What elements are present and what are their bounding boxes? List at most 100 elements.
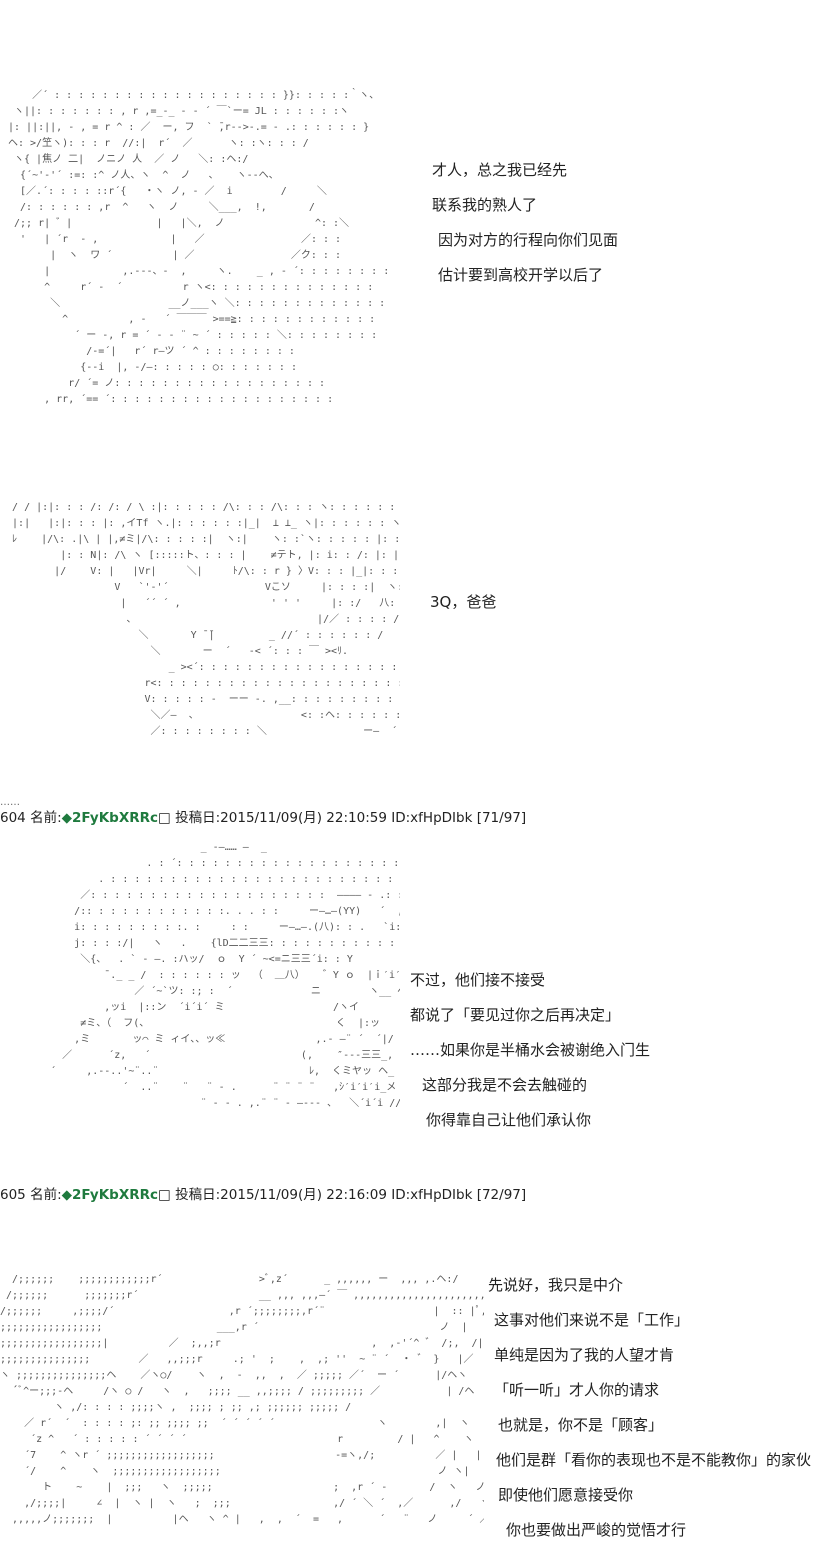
dialogue-line: 先说好，我只是中介	[488, 1276, 624, 1294]
dialogue-line: 你也要做出严峻的觉悟才行	[506, 1521, 687, 1539]
ascii-art-line: ̄ ._ _ / : : : : : : ッ （ ＿八） ゛Y ｏ |ｉ′i′i	[20, 970, 400, 981]
ascii-art-line: ＼ ー ´ -< ´: : : ￣ ><ﾘ.	[0, 646, 349, 657]
ascii-art-line: /:: : : : : : : : : : : :. . . : : ー―…–(…	[74, 906, 400, 917]
dialogue-panel-2: 3Q，爸爸	[430, 585, 496, 620]
ascii-art-line: ﾚ |/\: .|\ | |,≠ミ|/\: : : : :| ヽ:| ヽ: :`…	[12, 534, 400, 545]
ascii-art-line: ／ r´ ´ : : : : ;: ;; ;;;; ;; ´ ´ ´ ´ ´ ヽ…	[24, 1418, 470, 1429]
date-label: 投稿日:	[175, 1187, 221, 1203]
ascii-art-line: ¨ ‐ - . ,.¨ ¨ ‐ ―‐-‐ 、 ＼´i´i ///´ i	[20, 1098, 400, 1109]
ascii-art-line: ＼／— 、 <: :ヘ: : : : : : _/	[0, 710, 401, 721]
ascii-art-line: 、 |/／ : : : : /|: :|	[0, 614, 400, 625]
dialogue-panel-1: 才人，总之我已经先联系我的熟人了因为对方的行程向你们见面估计要到高校开学以后了	[432, 153, 618, 293]
ascii-art-line: ´/ ^ ヽ ;;;;;;;;;;;;;;;;;; ノ ヽ| | > |;;;;…	[24, 1466, 470, 1477]
dialogue-line: 即使他们愿意接受你	[498, 1486, 634, 1504]
ascii-art-line: | ´´ ´ , ' ' ' |: :/ 八: : : : :ヽ|	[120, 598, 396, 609]
box-glyph: □	[158, 1187, 171, 1203]
dialogue-panel-4: 先说好，我只是中介这事对他们来说不是「工作」单纯是因为了我的人望才肯「听一听」才…	[488, 1268, 811, 1548]
dialogue-line: 联系我的熟人了	[432, 196, 538, 214]
post-header-604: 604 名前:◆2FyKbXRRc□ 投稿日:2015/11/09(月) 22:…	[0, 809, 526, 827]
ascii-art-panel-4: /;;;;;; ;;;;;;;;;;;;r´ >ﾞ,z´ _ ,,,,,, ー …	[0, 1272, 484, 1540]
ascii-art-line: |: : N|: /\ ヽ [:::::ト、: : : | ≠テト, |: i:…	[60, 550, 400, 561]
ascii-art-line: V `'-'´ Vこソ |: : : :| ヽ: : : : : |: : |	[114, 582, 400, 593]
ascii-art-line: _ ><´: : : : : : : : : : : : : : : : : :…	[0, 662, 400, 673]
ascii-art-line: [／.´: : : : ::r´{ ・ヽ ノ, - ／ i / ＼	[8, 186, 327, 197]
ascii-art-line: ／ ´~`ツ: :; : ´ ニ ヽ__ ヘ(.ｲｉ〉	[134, 986, 400, 997]
dialogue-line: 不过，他们接不接受	[410, 971, 546, 989]
dialogue-line: 3Q，爸爸	[430, 593, 497, 611]
ascii-art-line: ／ ´z, ´ (, ″‐-‐三三_, ; 八	[62, 1050, 394, 1061]
ascii-art-line: |:| |:|: : : |: ,イTf ヽ.|: : : : : :|_| ⊥…	[12, 518, 400, 529]
name-label: 名前:	[30, 810, 62, 826]
post-date: 2015/11/09(月) 22:10:59	[220, 810, 387, 826]
ascii-art-line: ≠ミ、（ フ(、 く |:ッ ″/ )	[20, 1018, 400, 1029]
ascii-art-line: ´z ^ ´ : : : : : ´ ´ ´ ´ r / | ^ ヽ };;;;…	[30, 1434, 474, 1445]
dialogue-line: ……如果你是半桶水会被谢绝入门生	[410, 1041, 651, 1059]
ascii-art-line: ／: : : : : : : : : : : : : : : : : : : :…	[80, 890, 400, 901]
post-id: ID:xfHpDIbk	[391, 1187, 473, 1203]
ascii-art-line: _ -―…… ― _	[20, 842, 267, 853]
post-number: 604	[0, 810, 26, 826]
trip-diamond-icon: ◆	[61, 810, 73, 826]
ascii-art-line: | ヽ ワ ´ | ／ ／ク: : :	[8, 250, 341, 261]
ascii-art-line: ヽ||: : : : : : : , r ,=_-_ - ‐ ´ ￣`ー= JL…	[8, 106, 350, 117]
dialogue-line: 因为对方的行程向你们见面	[438, 231, 619, 249]
dialogue-line: 才人，总之我已经先	[432, 161, 568, 179]
ascii-art-line: ト ~ | ;;; ヽ ;;;;; ; ,r ´ - / ヽ ノ | /;;;;…	[42, 1482, 484, 1493]
ascii-art-line: ^ r´ - ´ r ヽ<: : : : : : : : : : : : : :	[8, 282, 374, 293]
ascii-art-line: ´ﾞ^ー;;;-ヘ /ヽ ○ / ヽ , ;;;; __ ,,;;;; / ;;…	[12, 1386, 475, 1397]
ascii-art-line: ＼ __ノ___ヽ ＼: : : : : : : : : : : : :	[8, 298, 386, 309]
ascii-art-line: /;; r| ゛| | |＼, ノ ^: :＼	[8, 218, 350, 229]
ascii-art-line: /;;;;;; ;;;;;;;;;;;;r´ >ﾞ,z´ _ ,,,,,, ー …	[0, 1274, 459, 1285]
post-header-605: 605 名前:◆2FyKbXRRc□ 投稿日:2015/11/09(月) 22:…	[0, 1186, 526, 1204]
ascii-art-line: ／´ : : : : : : : : : : : : : : : : : : :…	[8, 90, 380, 101]
ascii-art-line: ／: : : : : : : : ＼ ー— ´ /	[0, 726, 400, 737]
ascii-art-line: | ,.---、- , ヽ. _ , - ´: : : : : : : :	[8, 266, 390, 277]
dialogue-line: 估计要到高校开学以后了	[438, 266, 604, 284]
ascii-art-line: V: : : : : - ーー -. ,__: : : : : : : : : …	[0, 694, 400, 705]
ascii-art-line: /;;;;;; ;;;;;;;r´ __ ,,, ,,,—´ ￣ ,,,,,,,…	[0, 1290, 484, 1301]
ascii-art-line: |/ V: | |Vr| ＼| ﾄ/\: : r } 〉V: : : |_|: …	[54, 566, 399, 577]
ascii-art-line: ´7 ^ ヽr ´ ;;;;;;;;;;;;;;;;;; -=ヽ,/; ／ | …	[24, 1450, 482, 1461]
ascii-art-panel-3: _ -―…… ― _ . : ´: : : : : : : : : : : : …	[20, 840, 400, 1130]
ascii-art-line: ´ ー -, r = ´ - - ¨ ~ ´ : : : : : ＼: : : …	[8, 330, 378, 341]
post-count: [71/97]	[476, 810, 527, 826]
box-glyph: □	[158, 810, 171, 826]
ascii-art-line: r/ ´= ノ: : : : : : : : : : : : : : : : :…	[8, 378, 326, 389]
ascii-art-line: ＼ Y ̄ ̄| _ //´ : : : : : : / V	[0, 630, 400, 641]
ascii-art-line: ヽ ,/: : : : ;;;;ヽ , ;;;; ; ;; ,; ;;;;;; …	[54, 1402, 352, 1413]
dialogue-line: 这部分我是不会去触碰的	[422, 1076, 588, 1094]
ascii-art-line: . : : : : : : : : : : : : : : : : : : : …	[98, 874, 400, 885]
tripcode: 2FyKbXRRc	[72, 810, 159, 826]
ascii-art-line: ´ ,.--..'~¨..¨ ﾚ, くミヤッ ヘ_ . : : : :j:	[50, 1066, 395, 1077]
ascii-art-panel-1: ／´ : : : : : : : : : : : : : : : : : : :…	[8, 88, 418, 458]
dialogue-line: 都说了「要见过你之后再决定」	[410, 1006, 621, 1024]
ascii-art-line: ;;;;;;;;;;;;;;;;; ___,r ´ ノ | ノ^;;;;;;;;…	[0, 1322, 468, 1333]
ascii-art-line: / / |:|: : : /: /: / \ :|: : : : : /\: :…	[12, 502, 396, 513]
dialogue-line: 你得靠自己让他们承认你	[426, 1111, 592, 1129]
ascii-art-line: j: : : :/| ヽ . {lD二二三三: : : : : : : : : …	[74, 938, 396, 949]
post-id: ID:xfHpDIbk	[391, 810, 473, 826]
ascii-art-line: , rr, ´== ´: : : : : : : : : : : : : : :…	[8, 394, 334, 405]
ascii-art-line: /-=´| r´ r—ツ ´ ^ : : : : : : : :	[8, 346, 295, 357]
ascii-art-line: ;;;;;;;;;;;;;;;;;| ／ ;,,;r , ,-'´^ ゛ /;,…	[0, 1338, 484, 1349]
dialogue-line: 也就是，你不是「顾客」	[498, 1416, 664, 1434]
ascii-art-line: {--i |, -/—: : : : : ○: : : : : : :	[8, 362, 297, 373]
ascii-art-line: . : ´: : : : : : : : : : : : : : : : : :…	[146, 858, 400, 869]
ascii-art-line: ,ッi |::ン ´i´i´ ミ /ヽイ 从	[20, 1002, 400, 1013]
ascii-art-line: |: ||:||, - , = r ^ : ／ ー, フ ` ̄,r-->-.=…	[8, 122, 370, 133]
ascii-art-line: {´~'-'´ :=: :^ ノ人、ヽ ^ ノ 、 ヽ--へ、	[8, 170, 279, 181]
trip-diamond-icon: ◆	[61, 1187, 73, 1203]
dialogue-line: 这事对他们来说不是「工作」	[494, 1311, 690, 1329]
tripcode: 2FyKbXRRc	[72, 1187, 159, 1203]
dialogue-line: 他们是群「看你的表现也不是不能教你」的家伙	[496, 1451, 812, 1469]
separator-dots: ……	[0, 797, 20, 808]
dialogue-panel-3: 不过，他们接不接受都说了「要见过你之后再决定」 ……如果你是半桶水会被谢绝入门生这…	[410, 963, 650, 1138]
name-label: 名前:	[30, 1187, 62, 1203]
post-date: 2015/11/09(月) 22:16:09	[220, 1187, 387, 1203]
dialogue-line: 「听一听」才人你的请求	[494, 1381, 660, 1399]
ascii-art-line: ヽ{ |焦ノ 二| ノニノ 人 ／ ノ ＼: :ヘ:/	[8, 154, 249, 165]
ascii-art-line: /;;;;;; ,;;;;/´ ,r ´;;;;;;;;,r´¨ | :: |ﾟ…	[0, 1306, 484, 1317]
ascii-art-line: ,,,,,ノ;;;;;;; | |ヘ ヽ ^ | , , ´ = , ´ ¨ ノ…	[12, 1514, 484, 1525]
date-label: 投稿日:	[175, 810, 221, 826]
ascii-art-line: ヘ: >/笁ヽ): : : r //:| r´ ／ ヽ: :ヽ: : : /	[8, 138, 309, 149]
